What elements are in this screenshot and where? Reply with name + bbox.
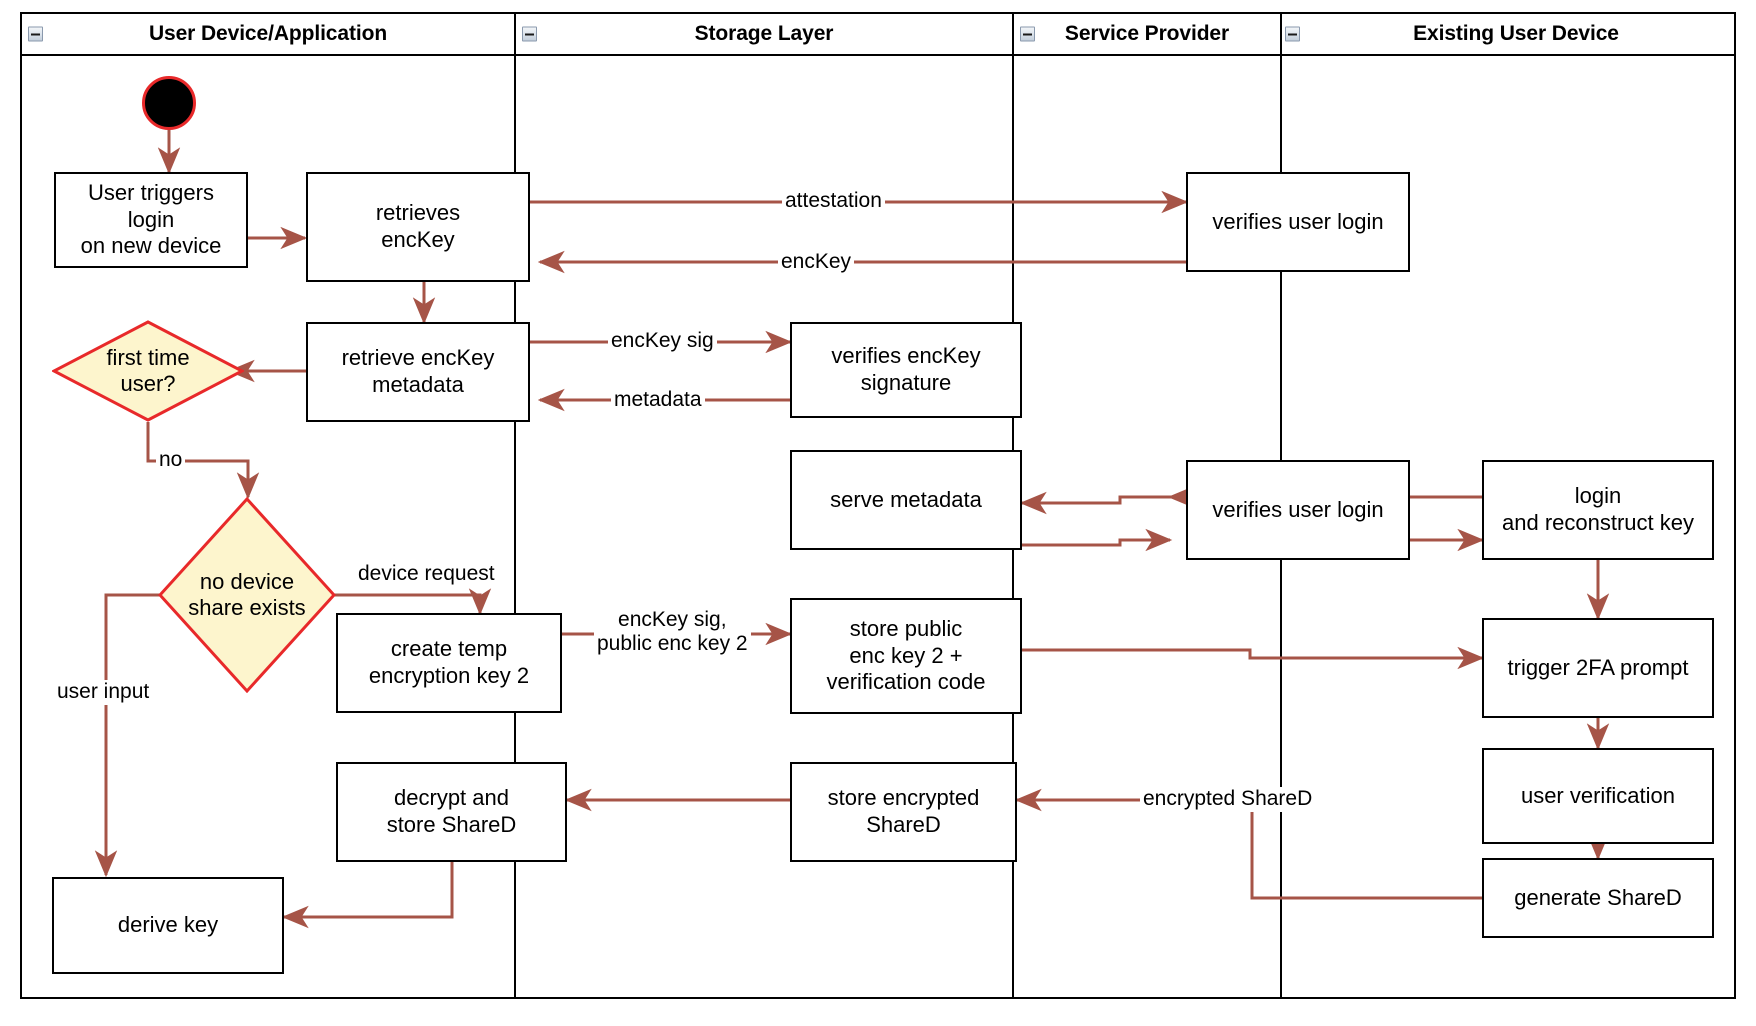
node-trigger-2fa-prompt[interactable]: trigger 2FA prompt [1482, 618, 1714, 718]
lane-title-existing-device: Existing User Device [1413, 22, 1619, 45]
node-user-verification[interactable]: user verification [1482, 748, 1714, 844]
lane-header-user-device[interactable]: User Device/Application [20, 12, 516, 56]
node-retrieves-enckey[interactable]: retrieves encKey [306, 172, 530, 282]
edge-label-device-request: device request [355, 562, 498, 587]
minimize-icon[interactable] [522, 26, 537, 42]
lane-title-user-device: User Device/Application [148, 22, 388, 45]
node-user-triggers-login[interactable]: User triggers login on new device [54, 172, 248, 268]
edge-label-enckey-sig: encKey sig [608, 329, 717, 354]
edge-label-enckey: encKey [778, 250, 855, 275]
node-verifies-user-login-1[interactable]: verifies user login [1186, 172, 1410, 272]
node-retrieve-enckey-metadata[interactable]: retrieve encKey metadata [306, 322, 530, 422]
edge-label-attestation: attestation [782, 189, 885, 214]
minimize-icon[interactable] [1020, 26, 1035, 42]
node-generate-shared[interactable]: generate ShareD [1482, 858, 1714, 938]
diamond-shape [52, 320, 244, 422]
decision-first-time-user[interactable]: first time user? [52, 320, 244, 422]
edge-label-enckey-sig-public-key: encKey sig, public enc key 2 [594, 608, 751, 657]
minimize-icon[interactable] [1285, 26, 1300, 42]
node-store-public-enc-key[interactable]: store public enc key 2 + verification co… [790, 598, 1022, 714]
node-login-and-reconstruct-key[interactable]: login and reconstruct key [1482, 460, 1714, 560]
initial-node [142, 76, 196, 130]
edge-label-metadata: metadata [611, 388, 705, 413]
node-verifies-enckey-signature[interactable]: verifies encKey signature [790, 322, 1022, 418]
lane-header-service-provider[interactable]: Service Provider [1012, 12, 1282, 56]
diamond-shape [158, 497, 336, 693]
minimize-icon[interactable] [28, 26, 43, 42]
node-verifies-user-login-2[interactable]: verifies user login [1186, 460, 1410, 560]
node-serve-metadata[interactable]: serve metadata [790, 450, 1022, 550]
edge-label-encrypted-shared: encrypted ShareD [1140, 787, 1316, 812]
node-store-encrypted-shared[interactable]: store encrypted ShareD [790, 762, 1017, 862]
node-derive-key[interactable]: derive key [52, 877, 284, 974]
edge-label-user-input: user input [54, 680, 153, 705]
node-create-temp-key[interactable]: create temp encryption key 2 [336, 613, 562, 713]
lane-title-service-provider: Service Provider [1064, 22, 1230, 45]
lane-header-existing-device[interactable]: Existing User Device [1280, 12, 1736, 56]
lane-title-storage: Storage Layer [694, 22, 834, 45]
decision-no-device-share[interactable]: no device share exists [158, 497, 336, 693]
edge-label-no: no [156, 448, 186, 473]
node-decrypt-store-shared[interactable]: decrypt and store ShareD [336, 762, 567, 862]
lane-header-storage[interactable]: Storage Layer [514, 12, 1014, 56]
